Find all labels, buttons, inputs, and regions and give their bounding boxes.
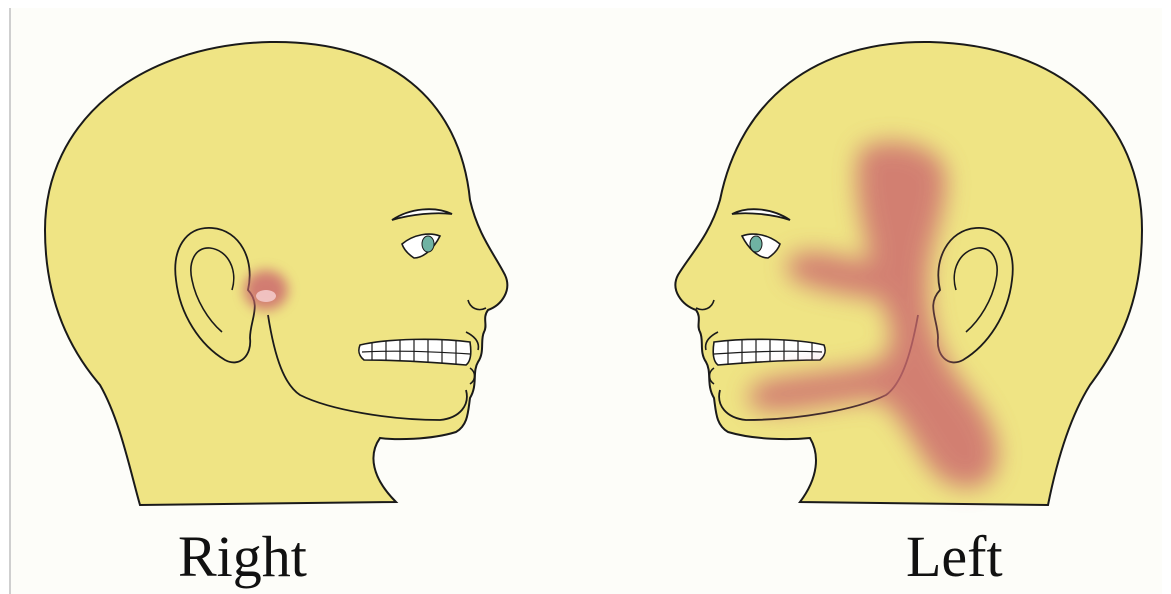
- pain-area-core: [256, 290, 276, 302]
- label-left: Left: [906, 528, 1003, 586]
- label-right: Right: [178, 528, 307, 586]
